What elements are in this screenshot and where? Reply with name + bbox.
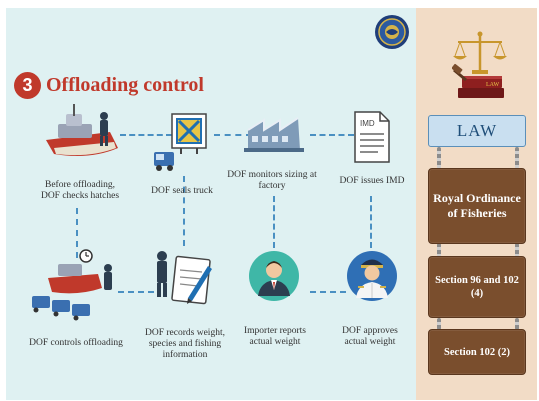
law-book-label: LAW bbox=[486, 82, 500, 88]
connector-line bbox=[183, 176, 185, 246]
law-board-section-102-2: Section 102 (2) bbox=[428, 329, 526, 375]
step-caption-before-offloading: Before offloading, DOF checks hatches bbox=[40, 180, 120, 201]
connector-line bbox=[76, 208, 78, 258]
chain-link bbox=[437, 243, 441, 257]
imd-document-label: IMD bbox=[360, 119, 375, 128]
chain-link bbox=[515, 147, 519, 169]
step-number-badge: 3 bbox=[14, 72, 41, 99]
offloading-trucks-icon bbox=[32, 249, 112, 321]
step-caption-monitors-sizing: DOF monitors sizing at factory bbox=[227, 170, 317, 191]
law-heading-box: LAW bbox=[428, 115, 526, 147]
department-seal-icon bbox=[375, 15, 409, 49]
scales-of-justice-icon: LAW bbox=[452, 31, 507, 98]
connector-line bbox=[118, 291, 154, 293]
step-caption-controls-offloading: DOF controls offloading bbox=[29, 338, 123, 348]
record-notes-icon bbox=[157, 251, 212, 305]
chain-link bbox=[437, 318, 441, 330]
step-caption-records-weight: DOF records weight, species and fishing … bbox=[145, 328, 225, 360]
step-caption-approves-weight: DOF approves actual weight bbox=[342, 326, 398, 347]
connector-line bbox=[370, 196, 372, 248]
chain-link bbox=[515, 318, 519, 330]
chain-link bbox=[515, 243, 519, 257]
importer-avatar-icon bbox=[249, 251, 299, 301]
step-caption-seals-truck: DOF seals truck bbox=[151, 186, 213, 196]
connector-line bbox=[310, 134, 354, 136]
connector-line bbox=[273, 196, 275, 248]
imd-document-icon: IMD bbox=[354, 111, 390, 163]
slide-title: Offloading control bbox=[46, 74, 204, 96]
connector-line bbox=[214, 134, 252, 136]
seal-truck-icon bbox=[154, 113, 207, 171]
connector-line bbox=[310, 291, 346, 293]
chain-link bbox=[437, 147, 441, 169]
factory-icon bbox=[244, 117, 304, 152]
connector-line bbox=[120, 134, 172, 136]
step-caption-issues-imd: DOF issues IMD bbox=[339, 176, 405, 186]
step-caption-importer-reports: Importer reports actual weight bbox=[244, 326, 306, 347]
fishing-vessel-icon bbox=[46, 104, 118, 156]
law-board-royal-ordinance: Royal Ordinance of Fisheries bbox=[428, 168, 526, 244]
main-panel bbox=[6, 8, 416, 400]
law-board-section-96-102-4: Section 96 and 102 (4) bbox=[428, 256, 526, 318]
dof-officer-avatar-icon bbox=[347, 251, 397, 301]
